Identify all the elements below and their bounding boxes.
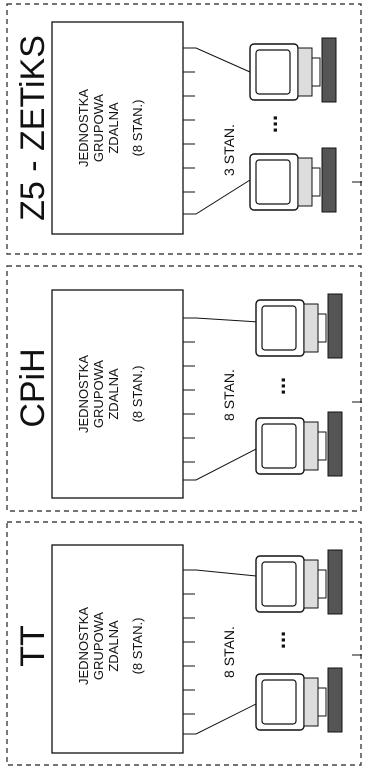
unit-label-line-2: GRUPOWA	[91, 360, 106, 428]
section-title: Z5 - ZETiKS	[14, 35, 52, 221]
unit-label-line-3: ZDALNA	[106, 620, 121, 672]
port-stubs	[183, 318, 195, 480]
unit-capacity-label: (8 STAN.)	[130, 100, 145, 157]
section-z5-zetiks: Z5 - ZETiKS JEDNOSTKA GRUPOWA ZDALNA (8 …	[7, 4, 362, 254]
stations-count-label: 3 STAN.	[221, 124, 237, 176]
section-tt: TT JEDNOSTKA GRUPOWA ZDALNA (8 STAN.) 8 …	[7, 522, 362, 765]
stations-count-label: 8 STAN.	[221, 626, 237, 678]
unit-label-line-2: GRUPOWA	[91, 94, 106, 162]
stations-count-label: 8 STAN.	[221, 369, 237, 421]
workstation-icon	[256, 668, 342, 732]
port-stubs	[183, 48, 195, 214]
connection-line	[183, 448, 258, 480]
unit-label-line-2: GRUPOWA	[91, 612, 106, 680]
workstation-icon	[256, 550, 342, 614]
ellipsis: ...	[265, 377, 290, 395]
workstation-icon	[250, 38, 336, 102]
connection-line	[183, 570, 256, 576]
unit-label-line-1: JEDNOSTKA	[76, 89, 91, 167]
unit-capacity-label: (8 STAN.)	[130, 366, 145, 423]
workstation-icon	[250, 148, 336, 212]
unit-label-line-3: ZDALNA	[106, 102, 121, 154]
section-title: CPiH	[14, 348, 52, 427]
unit-capacity-label: (8 STAN.)	[130, 618, 145, 675]
unit-label-line-1: JEDNOSTKA	[76, 607, 91, 685]
connection-line	[183, 704, 256, 734]
section-title: TT	[14, 625, 52, 667]
workstation-icon	[256, 294, 342, 358]
unit-label-line-1: JEDNOSTKA	[76, 355, 91, 433]
port-stubs	[183, 570, 195, 734]
workstation-icon	[256, 412, 342, 476]
connection-line	[183, 48, 250, 72]
section-cpih: CPiH JEDNOSTKA GRUPOWA ZDALNA (8 STAN.) …	[7, 266, 362, 511]
ellipsis: ...	[257, 115, 282, 133]
connection-line	[183, 180, 250, 214]
unit-label-line-3: ZDALNA	[106, 368, 121, 420]
ellipsis: ...	[265, 631, 290, 649]
connection-line	[183, 318, 258, 322]
